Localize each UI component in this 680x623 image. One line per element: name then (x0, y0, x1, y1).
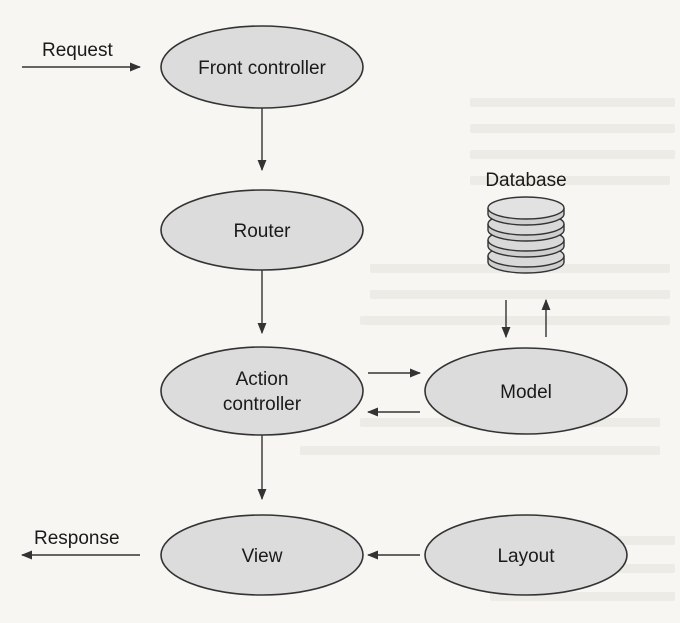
node-front-controller: Front controller (160, 25, 364, 109)
router-label: Router (233, 221, 291, 242)
node-model: Model (424, 347, 628, 435)
view-label: View (242, 546, 283, 567)
database-label: Database (485, 170, 566, 191)
front-controller-label: Front controller (198, 58, 326, 79)
action-controller-label-line1: Action (236, 369, 289, 390)
response-label: Response (34, 528, 120, 549)
node-layout: Layout (424, 514, 628, 596)
database-icon (487, 196, 565, 274)
node-router: Router (160, 189, 364, 271)
model-label: Model (500, 382, 552, 403)
layout-label: Layout (497, 546, 555, 567)
node-view: View (160, 514, 364, 596)
request-label: Request (42, 40, 113, 61)
node-action-controller: Action controller (160, 346, 364, 436)
action-controller-label-line2: controller (223, 394, 302, 415)
